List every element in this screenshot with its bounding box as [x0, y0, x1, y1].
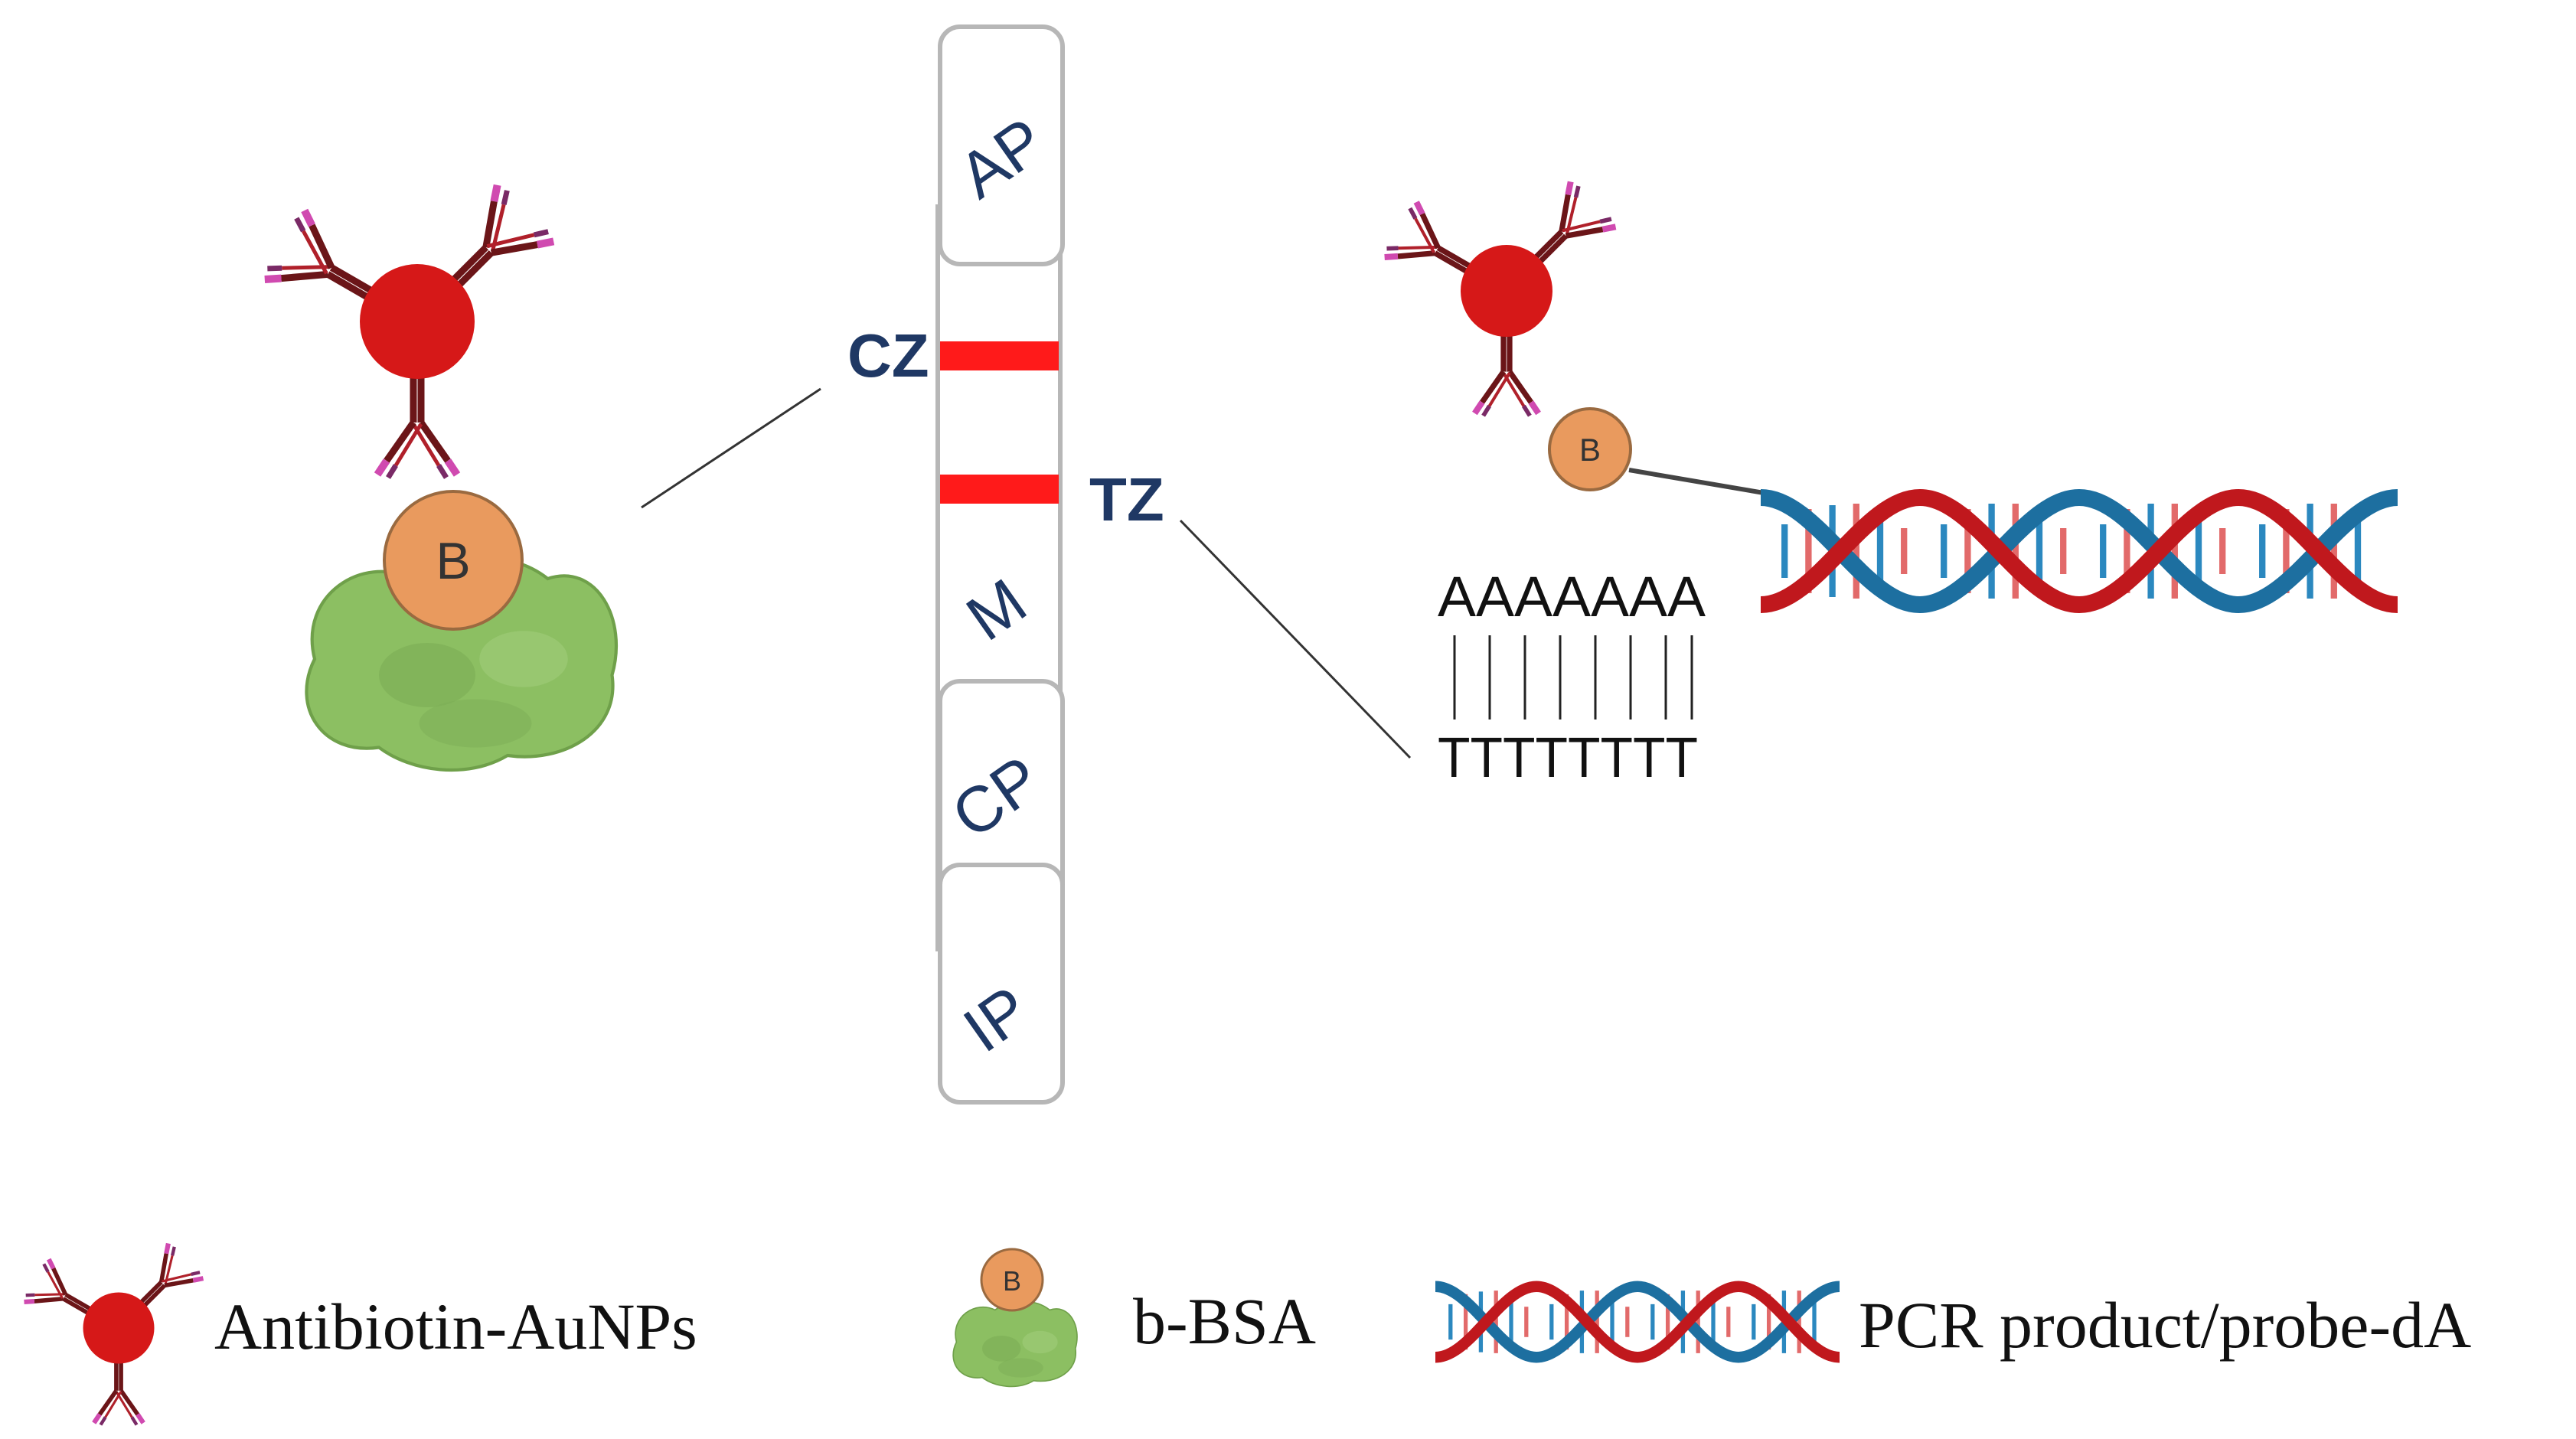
biotin-label: B — [436, 532, 470, 590]
dna-helix-icon — [1435, 1287, 1840, 1357]
control-zone-label: CZ — [847, 321, 929, 390]
control-zone-complex: B — [262, 183, 616, 770]
legend-label: b-BSA — [1133, 1284, 1316, 1358]
biotin-icon: B — [1548, 407, 1632, 491]
control-line — [940, 341, 1059, 370]
legend-label: PCR product/probe-dA — [1859, 1288, 2471, 1362]
test-line — [940, 475, 1059, 504]
dna-helix-icon — [1761, 498, 2398, 605]
antibiotin-aunp-icon — [1383, 180, 1618, 416]
antibiotin-aunp-icon — [22, 1242, 204, 1425]
legend-item-b-bsa: B b-BSA — [952, 1248, 1316, 1388]
biotin-linker — [1628, 468, 1769, 496]
test-leader-line — [1179, 519, 1412, 759]
base-pair-bonds — [1453, 635, 1693, 720]
biotin-icon: B — [980, 1248, 1044, 1312]
test-zone-label: TZ — [1089, 465, 1164, 534]
sample-pad — [938, 863, 1065, 1105]
biotin-label: B — [1579, 432, 1601, 468]
probe-sequence: AAAAAAA — [1438, 565, 1706, 628]
hybridization: AAAAAAA TTTTTTTT — [1438, 565, 1706, 789]
biotin-icon: B — [383, 490, 524, 631]
legend-item-antibiotin-aunps: Antibiotin-AuNPs — [22, 1242, 697, 1425]
biotin-label: B — [1003, 1265, 1021, 1297]
absorbent-pad — [938, 24, 1065, 266]
bsa-icon — [952, 1300, 1078, 1388]
lateral-flow-strip: AP M CP IP CZ TZ — [847, 24, 1164, 1105]
test-zone-complex: B AAAAAAA TTTTTTTT — [1383, 180, 2398, 789]
control-leader-line — [641, 387, 821, 509]
legend: Antibiotin-AuNPs B b-BSA PCR product/pro… — [22, 1242, 2471, 1425]
legend-label: Antibiotin-AuNPs — [214, 1290, 697, 1363]
antibiotin-aunp-icon — [262, 183, 556, 478]
legend-item-pcr-product: PCR product/probe-dA — [1435, 1287, 2471, 1362]
capture-sequence: TTTTTTTT — [1438, 726, 1698, 789]
